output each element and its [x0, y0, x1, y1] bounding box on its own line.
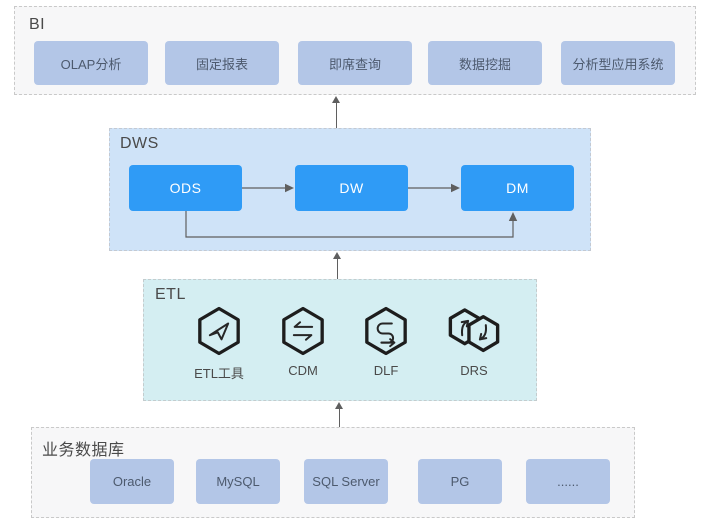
- bi-item-data-mining: 数据挖掘: [428, 41, 542, 85]
- dws-node-dm: DM: [461, 165, 574, 211]
- etl-tool-label: DLF: [373, 363, 399, 378]
- bi-item-fixed-report: 固定报表: [165, 41, 279, 85]
- dws-node-ods: ODS: [129, 165, 242, 211]
- flow-arrow-db-to-etl: [335, 402, 344, 427]
- dws-group-label: DWS: [120, 135, 159, 152]
- flow-arrow-dws-to-bi: [332, 96, 341, 128]
- dws-group: DWS ODS DW DM: [109, 128, 591, 251]
- etl-tool-label: CDM: [288, 363, 318, 378]
- etl-group-label: ETL: [155, 286, 186, 303]
- coil-arrow-hexagon-icon: [365, 306, 407, 356]
- arrow-head-up-icon: [335, 402, 343, 409]
- db-item-mysql: MySQL: [196, 459, 280, 504]
- db-item-oracle: Oracle: [90, 459, 174, 504]
- bi-item-olap-analysis: OLAP分析: [34, 41, 148, 85]
- bi-item-analytical-app: 分析型应用系统: [561, 41, 675, 85]
- swap-arrows-hexagon-icon: [282, 306, 324, 356]
- dws-node-dw: DW: [295, 165, 408, 211]
- etl-tool-dlf: DLF: [341, 304, 431, 378]
- bi-group-label: BI: [29, 16, 46, 33]
- arrow-head-up-icon: [332, 96, 340, 103]
- business-db-group: 业务数据库 Oracle MySQL SQL Server PG ......: [31, 427, 635, 518]
- arrow-head-up-icon: [333, 252, 341, 259]
- arrow-line: [337, 257, 338, 279]
- etl-tool-etl: ETL工具: [174, 304, 264, 382]
- bi-item-adhoc-query: 即席查询: [298, 41, 412, 85]
- business-db-group-label: 业务数据库: [42, 442, 125, 459]
- etl-tool-cdm: CDM: [258, 304, 348, 378]
- arrow-line: [339, 407, 340, 427]
- linked-hexagons-sync-icon: [448, 308, 500, 353]
- etl-group: ETL ETL工具 CDM DLF: [143, 279, 537, 401]
- etl-tool-label: ETL工具: [194, 366, 244, 381]
- db-item-ellipsis: ......: [526, 459, 610, 504]
- etl-tool-label: DRS: [460, 363, 488, 378]
- etl-tool-drs: DRS: [429, 304, 519, 378]
- flow-arrow-etl-to-dws: [333, 252, 342, 279]
- arrow-line: [336, 101, 337, 128]
- bi-group: BI OLAP分析 固定报表 即席查询 数据挖掘 分析型应用系统: [14, 6, 696, 95]
- db-item-pg: PG: [418, 459, 502, 504]
- send-plane-hexagon-icon: [198, 306, 240, 356]
- db-item-sqlserver: SQL Server: [304, 459, 388, 504]
